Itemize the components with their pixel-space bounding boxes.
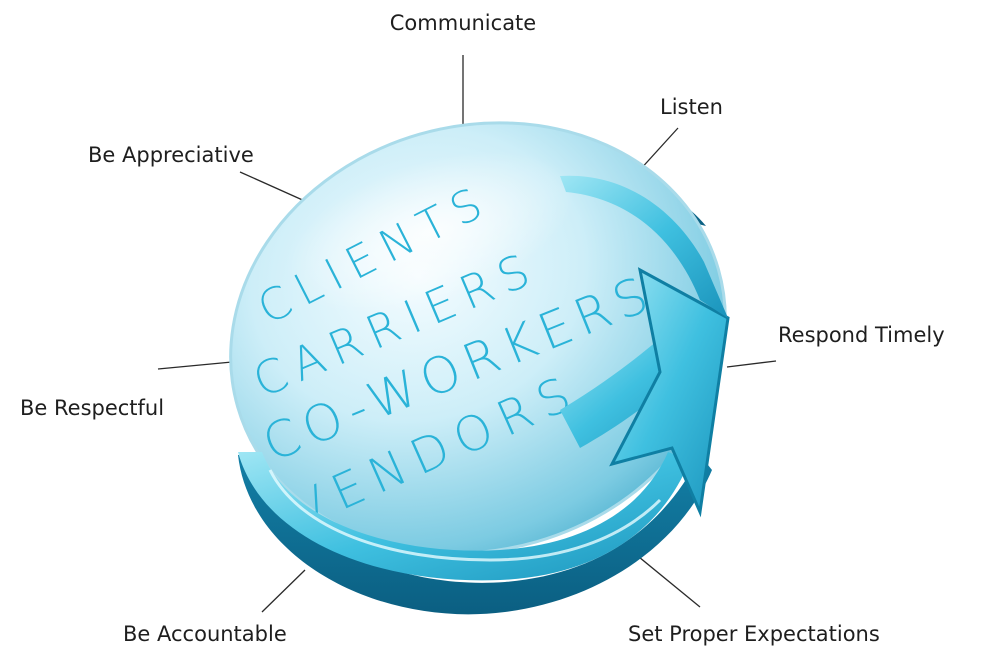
label-be-accountable: Be Accountable [123,622,287,646]
arrow-band-shadow [238,455,712,615]
label-respond-timely: Respond Timely [778,323,945,347]
labels: Communicate Listen Be Appreciative Respo… [20,11,945,646]
arrow-band-top [560,175,728,318]
label-listen: Listen [660,95,723,119]
label-be-appreciative: Be Appreciative [88,143,254,167]
leader-be-appreciative [239,171,308,203]
leader-be-respectful [157,361,233,370]
circular-arrow [238,175,730,615]
leader-lines [157,55,777,613]
leader-respond-timely [726,360,777,368]
leader-be-accountable [261,569,306,613]
label-be-respectful: Be Respectful [20,396,164,420]
label-set-proper-expectations: Set Proper Expectations [628,622,880,646]
label-communicate: Communicate [390,11,536,35]
glass-sphere [229,121,727,555]
arrow-highlight [268,469,662,562]
